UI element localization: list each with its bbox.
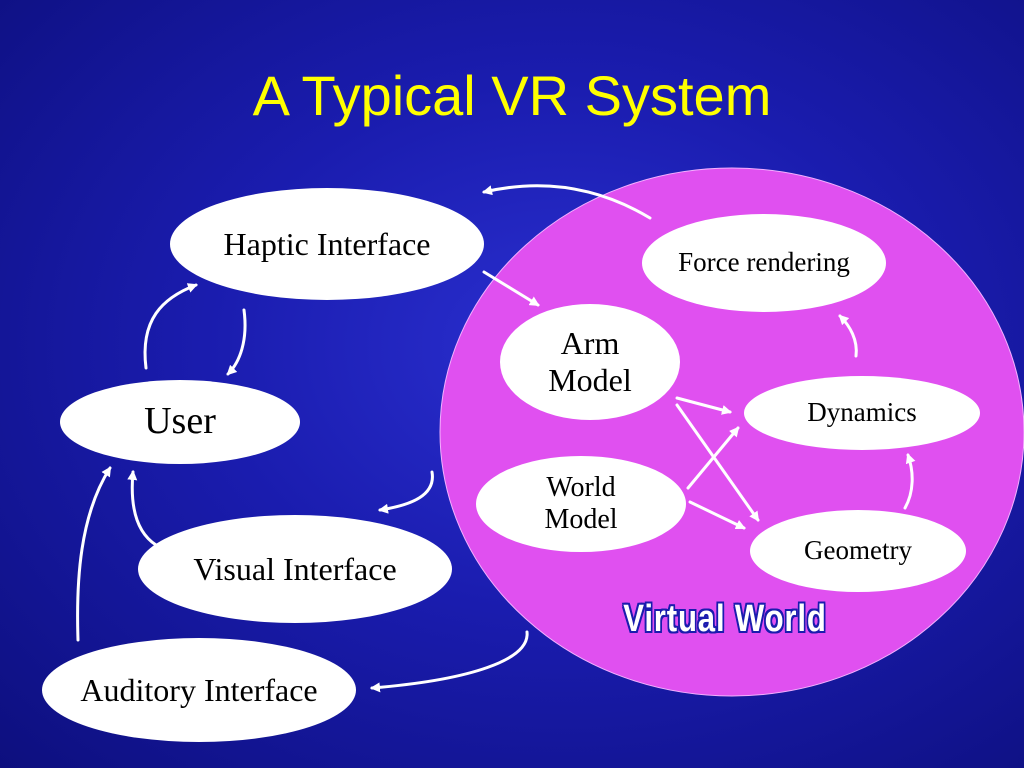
arm-model-node: Arm Model: [500, 304, 680, 420]
arrow-arm-model-to-geometry: [675, 403, 760, 522]
arrow-virtual-world-to-visual: [378, 470, 434, 514]
arrow-world-model-to-dynamics: [686, 426, 740, 490]
arrow-dynamics-to-force-rendering: [838, 314, 858, 358]
arrow-arm-model-to-dynamics: [675, 396, 732, 415]
dynamics-label: Dynamics: [807, 397, 917, 428]
arrow-visual-to-user: [127, 470, 158, 547]
arrow-auditory-to-user: [76, 466, 112, 642]
visual-interface-label: Visual Interface: [193, 550, 397, 587]
slide-title: A Typical VR System: [252, 64, 772, 127]
arrow-haptic-to-user: [226, 308, 247, 376]
world-model-label-line1: World: [546, 471, 616, 503]
world-model-node: World Model: [476, 456, 686, 552]
haptic-interface-node: Haptic Interface: [170, 188, 484, 300]
arm-model-label-line2: Model: [548, 362, 632, 398]
force-rendering-node: Force rendering: [642, 214, 886, 312]
virtual-world-label: Virtual World: [623, 598, 827, 640]
visual-interface-node: Visual Interface: [138, 515, 452, 623]
arrow-world-model-to-geometry: [688, 500, 746, 530]
geometry-label: Geometry: [804, 535, 912, 566]
force-rendering-label: Force rendering: [678, 247, 850, 278]
geometry-node: Geometry: [750, 510, 966, 592]
arm-model-label-line1: Arm: [560, 325, 620, 362]
arrow-geometry-to-dynamics: [903, 453, 916, 510]
world-model-label-line2: Model: [544, 504, 618, 535]
arrow-virtual-world-to-haptic: [482, 184, 652, 220]
auditory-interface-label: Auditory Interface: [80, 671, 318, 708]
arrow-haptic-to-arm-model: [482, 270, 540, 307]
user-label: User: [144, 400, 216, 443]
arrow-user-to-haptic: [143, 283, 198, 370]
haptic-interface-label: Haptic Interface: [223, 225, 431, 262]
dynamics-node: Dynamics: [744, 376, 980, 450]
arrow-virtual-world-to-auditory: [370, 630, 529, 693]
auditory-interface-node: Auditory Interface: [42, 638, 356, 742]
user-node: User: [60, 380, 300, 464]
